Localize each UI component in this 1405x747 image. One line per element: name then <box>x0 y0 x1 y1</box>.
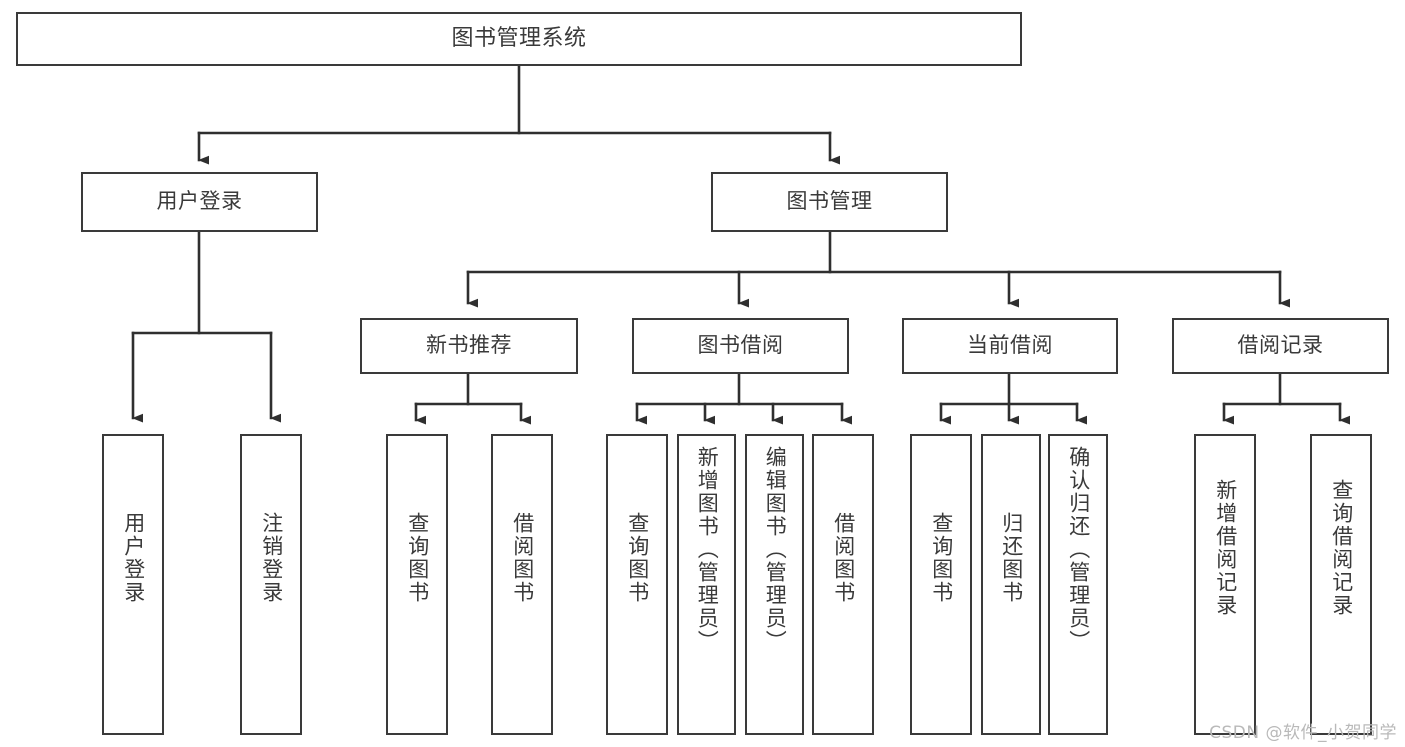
node-current-borrow[interactable]: 当前借阅 <box>902 318 1118 374</box>
csdn-watermark: CSDN @软件_小贺同学 <box>1209 723 1397 743</box>
leaf-label: 查询图书 <box>625 512 650 604</box>
leaf-label: 查询图书 <box>929 512 954 604</box>
node-new-book-recommend[interactable]: 新书推荐 <box>360 318 578 374</box>
leaf-label: 借阅图书 <box>510 512 535 604</box>
node-new-book-recommend-label: 新书推荐 <box>426 333 512 358</box>
leaf-borrow-edit-book-admin[interactable]: 编辑图书（管理员） <box>745 434 804 735</box>
leaf-current-return-book[interactable]: 归还图书 <box>981 434 1041 735</box>
leaf-user-login-login[interactable]: 用户登录 <box>102 434 164 735</box>
leaf-label: 确认归还（管理员） <box>1066 446 1091 653</box>
node-current-borrow-label: 当前借阅 <box>967 333 1053 358</box>
leaf-label: 注销登录 <box>259 512 284 604</box>
leaf-label: 查询图书 <box>405 512 430 604</box>
leaf-label: 新增图书（管理员） <box>695 446 720 653</box>
leaf-new-book-borrow[interactable]: 借阅图书 <box>491 434 553 735</box>
leaf-borrow-query-book[interactable]: 查询图书 <box>606 434 668 735</box>
node-root-label: 图书管理系统 <box>451 25 587 51</box>
leaf-user-login-logout[interactable]: 注销登录 <box>240 434 302 735</box>
leaf-current-query-book[interactable]: 查询图书 <box>910 434 972 735</box>
node-book-management-label: 图书管理 <box>786 189 873 214</box>
leaf-borrow-borrow-book[interactable]: 借阅图书 <box>812 434 874 735</box>
node-borrow-record[interactable]: 借阅记录 <box>1172 318 1389 374</box>
leaf-label: 归还图书 <box>999 512 1024 604</box>
leaf-new-book-query[interactable]: 查询图书 <box>386 434 448 735</box>
leaf-label: 新增借阅记录 <box>1213 479 1238 617</box>
node-user-login-label: 用户登录 <box>156 189 243 214</box>
node-user-login[interactable]: 用户登录 <box>81 172 318 232</box>
leaf-label: 编辑图书（管理员） <box>763 446 788 653</box>
node-borrow-record-label: 借阅记录 <box>1237 333 1324 358</box>
leaf-borrow-add-book-admin[interactable]: 新增图书（管理员） <box>677 434 736 735</box>
node-book-borrow-label: 图书借阅 <box>697 333 784 358</box>
node-book-borrow[interactable]: 图书借阅 <box>632 318 849 374</box>
node-book-management[interactable]: 图书管理 <box>711 172 948 232</box>
leaf-label: 借阅图书 <box>831 512 856 604</box>
leaf-record-query[interactable]: 查询借阅记录 <box>1310 434 1372 735</box>
leaf-label: 查询借阅记录 <box>1329 479 1354 617</box>
leaf-current-confirm-return-admin[interactable]: 确认归还（管理员） <box>1048 434 1108 735</box>
leaf-label: 用户登录 <box>121 512 146 604</box>
leaf-record-add[interactable]: 新增借阅记录 <box>1194 434 1256 735</box>
node-root[interactable]: 图书管理系统 <box>16 12 1022 66</box>
